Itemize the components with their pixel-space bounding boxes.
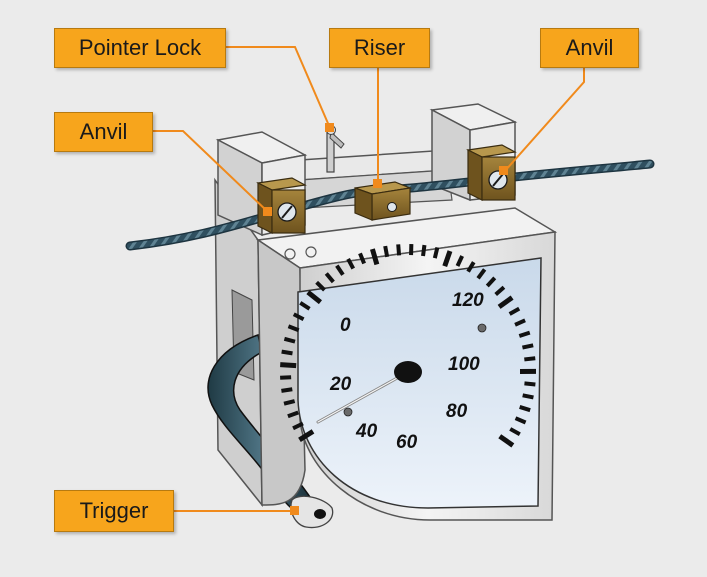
dial-tick [396, 244, 402, 256]
dial-tick [298, 429, 315, 442]
dial-tick [518, 330, 531, 338]
dial-tick [509, 427, 521, 437]
leader-end-markers [263, 123, 508, 515]
dial-tick [280, 362, 297, 369]
dial-tick [370, 248, 380, 266]
dial-tick [498, 434, 515, 448]
dial-tick [514, 416, 527, 425]
dial-tick [524, 356, 536, 362]
dial-tick [287, 324, 300, 333]
dial-tick [324, 272, 335, 284]
dial-screw-right [477, 323, 487, 333]
dial-tick [281, 387, 293, 393]
dial-tick [522, 343, 534, 350]
callout-riser: Riser [329, 28, 430, 68]
dial-tick [306, 290, 322, 305]
dial-tick [466, 261, 476, 273]
riser-block [354, 181, 413, 221]
dial-tick [494, 285, 506, 297]
dial-tick [335, 264, 345, 276]
dial-tick [519, 404, 531, 413]
dial-tick [281, 349, 293, 356]
callout-pointer-lock: Pointer Lock [54, 28, 226, 68]
callout-anvil-right: Anvil [540, 28, 639, 68]
dial-label-100: 100 [448, 354, 480, 375]
trigger-pivot [290, 495, 334, 529]
dial-tick [292, 312, 305, 322]
dial-tick [287, 410, 299, 419]
dial-face: 0 20 40 60 80 100 120 [280, 243, 542, 509]
leader-pointer-lock [225, 46, 331, 129]
dial-tick [432, 246, 440, 259]
dial-tick [476, 268, 487, 280]
leader-anvil-right [503, 66, 585, 173]
dial-label-0: 0 [340, 315, 351, 336]
dial-scale-ticks [280, 243, 537, 448]
dial-label-20: 20 [329, 374, 352, 395]
dial-tick [508, 306, 521, 316]
dial-screw-left [343, 407, 353, 417]
dial-tick [455, 255, 464, 267]
dial-tick [485, 276, 497, 288]
dial-label-120: 120 [452, 290, 484, 311]
dial-tick [358, 252, 366, 265]
dial-label-60: 60 [396, 432, 418, 453]
dial-label-40: 40 [355, 421, 378, 442]
dial-tick [346, 257, 356, 270]
dial-tick [383, 245, 390, 258]
anvil-right-block [466, 144, 517, 201]
anvil-left-block [256, 177, 307, 234]
callout-anvil-left: Anvil [54, 112, 153, 152]
dial-tick [315, 280, 326, 292]
pointer-lock-pin [326, 125, 345, 173]
dial-tick [497, 295, 514, 309]
dial-tick [421, 244, 427, 257]
callout-trigger: Trigger [54, 490, 174, 532]
leader-lines [152, 46, 585, 512]
dial-tick [283, 336, 296, 344]
leader-anvil-left [152, 130, 269, 213]
dial-tick [299, 301, 311, 311]
dial-tick [522, 393, 534, 400]
dial-hub [394, 361, 422, 383]
dial-label-80: 80 [446, 401, 468, 422]
dial-tick [442, 250, 453, 268]
dial-tick [292, 421, 304, 431]
dial-tick [283, 399, 296, 406]
dial-tick [524, 381, 536, 387]
dial-tick [514, 318, 526, 327]
